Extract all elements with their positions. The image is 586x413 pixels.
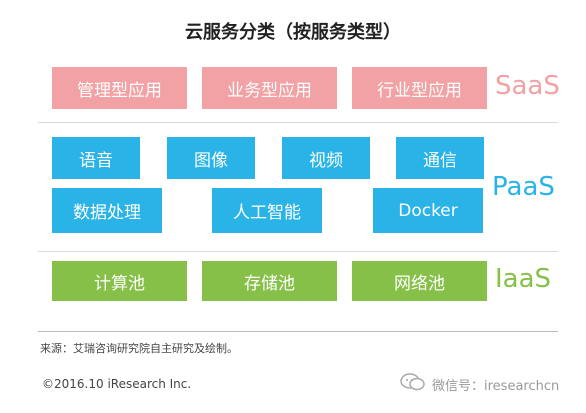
saas-label: SaaS	[495, 71, 560, 101]
paas-item-ai: 人工智能	[212, 188, 322, 233]
saas-item-business-apps: 业务型应用	[202, 67, 337, 109]
paas-item-voice: 语音	[52, 137, 140, 179]
paas-item-communication: 通信	[396, 137, 484, 179]
paas-item-video: 视频	[282, 137, 370, 179]
saas-item-management-apps: 管理型应用	[52, 67, 187, 109]
watermark: 微信号：iresearchcn	[400, 372, 559, 396]
paas-item-data-processing: 数据处理	[52, 188, 162, 233]
copyright: ©2016.10 iResearch Inc.	[42, 377, 192, 391]
saas-item-industry-apps: 行业型应用	[352, 67, 487, 109]
separator-saas-paas	[38, 122, 558, 123]
paas-label: PaaS	[492, 172, 555, 202]
iaas-item-network-pool: 网络池	[352, 261, 487, 301]
source-note: 来源：艾瑞咨询研究院自主研究及绘制。	[40, 342, 238, 355]
iaas-item-compute-pool: 计算池	[52, 261, 187, 301]
diagram-title: 云服务分类（按服务类型）	[185, 22, 401, 43]
paas-item-docker: Docker	[373, 188, 483, 233]
paas-item-image: 图像	[167, 137, 255, 179]
watermark-text: 微信号：iresearchcn	[432, 378, 560, 394]
iaas-label: IaaS	[495, 264, 552, 294]
wechat-icon	[400, 372, 432, 396]
iaas-item-storage-pool: 存储池	[202, 261, 337, 301]
separator-paas-iaas	[38, 251, 558, 252]
separator-footer	[38, 331, 558, 332]
